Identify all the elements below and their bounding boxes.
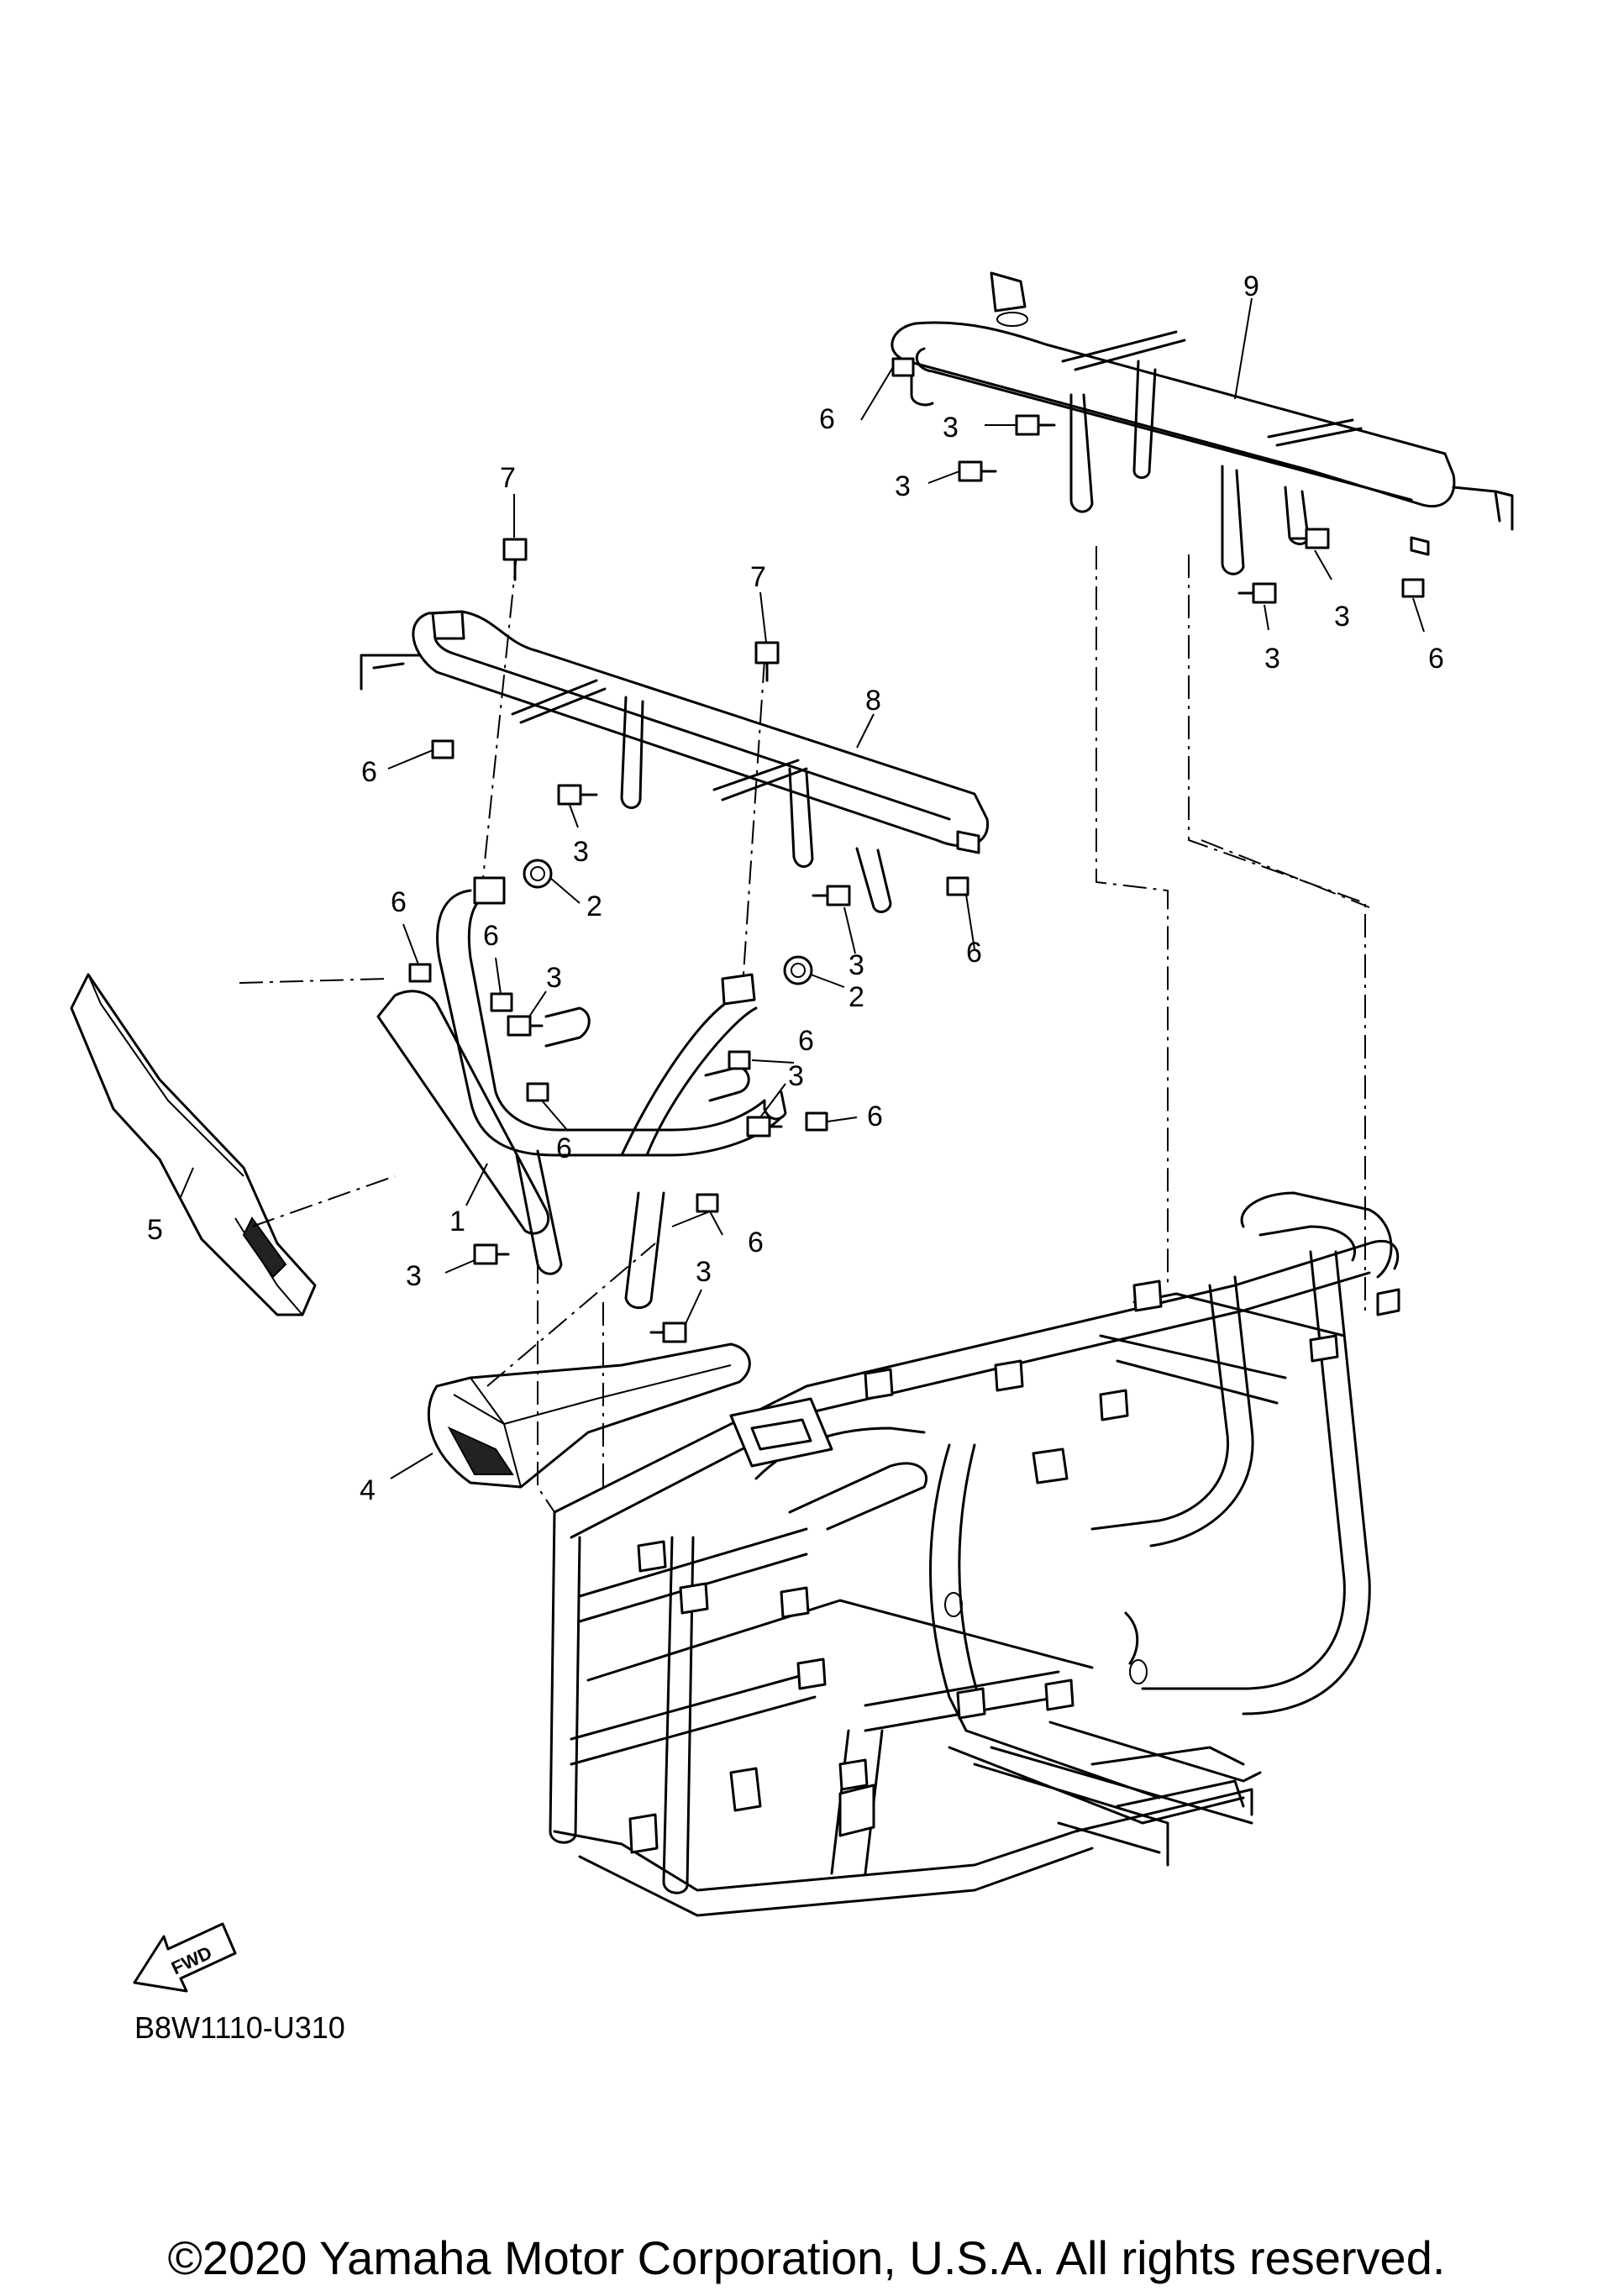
callout-6: 6	[966, 937, 982, 969]
bolt-6-rear-right	[1401, 578, 1425, 598]
bolt-6-guard-a	[408, 963, 432, 983]
callout-3: 3	[696, 1256, 712, 1288]
diagram-code: B8W1110-U310	[134, 2010, 345, 2045]
bolt-3-front-b	[812, 885, 851, 906]
callout-6: 6	[867, 1101, 883, 1132]
callout-3: 3	[895, 470, 911, 502]
callout-8: 8	[865, 685, 881, 717]
callout-3: 3	[406, 1260, 422, 1292]
bolt-6-front-right	[946, 876, 969, 896]
bolt-3-guard-b	[746, 1116, 783, 1137]
callout-9: 9	[1243, 271, 1259, 302]
callout-3: 3	[573, 836, 589, 868]
assembly-lines	[239, 546, 1370, 1513]
callout-7: 7	[500, 462, 516, 494]
grommet-2-right	[783, 955, 813, 985]
callout-6: 6	[798, 1025, 814, 1057]
callout-6: 6	[483, 920, 499, 952]
callout-5: 5	[147, 1214, 163, 1246]
callout-3: 3	[943, 412, 959, 444]
bolt-3-front-a	[557, 784, 598, 806]
bolt-3-rear-a	[1015, 414, 1056, 436]
callout-3: 3	[1264, 643, 1280, 675]
rear-carrier	[891, 271, 1514, 575]
grommet-2-left	[523, 859, 553, 889]
bolt-6-guard-b	[490, 992, 513, 1012]
callout-3: 3	[546, 962, 562, 994]
callout-6: 6	[361, 756, 377, 788]
bolt-7-left	[502, 538, 528, 581]
frame	[549, 1191, 1400, 1917]
callout-6: 6	[748, 1227, 764, 1258]
bolt-3-guard-d	[649, 1321, 687, 1343]
fwd-arrow-icon: FWD	[133, 1922, 237, 1993]
callout-6: 6	[819, 403, 835, 435]
callout-3: 3	[788, 1060, 804, 1092]
callouts: 9 6 3 3 3 3 6 7 7 8 6 3 2 3 6 6 6 3 2 6 …	[147, 271, 1444, 1506]
bolt-3-guard-a	[507, 1015, 544, 1037]
callout-1: 1	[449, 1206, 465, 1237]
bolt-7-right	[754, 641, 780, 682]
bolt-6-guard-e	[805, 1111, 828, 1132]
bolt-3-rear-b	[958, 460, 997, 482]
bolt-6-rear-left	[891, 357, 915, 377]
fasteners	[408, 357, 1425, 1343]
copyright-notice: ©2020 Yamaha Motor Corporation, U.S.A. A…	[167, 2231, 1446, 2284]
leader-lines	[180, 297, 1425, 1479]
bolt-3-guard-c	[473, 1243, 510, 1265]
bolt-3-rear-d	[1290, 528, 1330, 549]
callout-4: 4	[360, 1474, 376, 1506]
bolt-3-rear-c	[1237, 582, 1277, 604]
callout-7: 7	[750, 561, 766, 593]
front-guard	[376, 876, 787, 1310]
callout-6: 6	[556, 1132, 572, 1164]
callout-3: 3	[1334, 601, 1350, 633]
callout-2: 2	[849, 981, 864, 1013]
front-panel	[70, 973, 317, 1316]
callout-6: 6	[391, 886, 407, 918]
bolt-6-front-left	[431, 739, 454, 759]
front-carrier	[360, 610, 990, 913]
callout-6: 6	[1428, 643, 1444, 675]
callout-3: 3	[849, 949, 864, 981]
callout-2: 2	[586, 891, 602, 922]
bolt-6-guard-f	[696, 1193, 719, 1213]
bolt-6-guard-d	[728, 1050, 751, 1070]
skid-plate	[427, 1342, 751, 1489]
bolt-6-guard-c	[526, 1082, 549, 1102]
